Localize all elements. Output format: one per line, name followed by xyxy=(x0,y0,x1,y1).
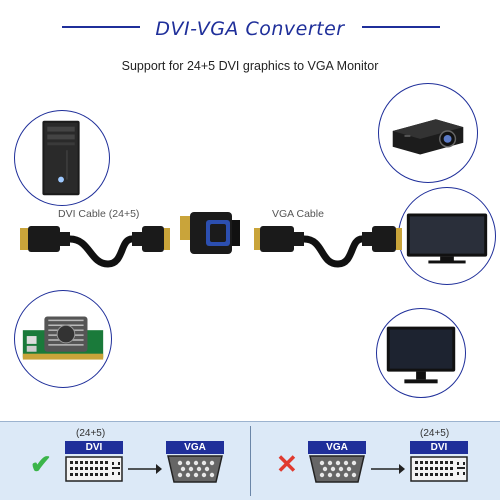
tv-circle xyxy=(398,187,496,285)
vga-cable-label: VGA Cable xyxy=(272,208,324,220)
projector-icon xyxy=(392,119,464,155)
dvi-cable xyxy=(20,226,170,268)
graphics-card-circle xyxy=(14,290,112,388)
monitor-circle xyxy=(376,308,466,398)
graphics-card-icon xyxy=(22,316,104,360)
dvi-vga-adapter xyxy=(180,212,240,254)
unsupported-target-tag: DVI xyxy=(410,441,468,454)
panel-divider xyxy=(250,426,251,496)
dvi-port-icon xyxy=(65,456,123,482)
unsupported-source-tag: VGA xyxy=(308,441,366,454)
page-title: DVI-VGA Converter xyxy=(155,18,345,40)
projector-circle xyxy=(378,83,478,183)
arrow-right-icon xyxy=(371,464,405,474)
monitor-icon xyxy=(386,326,456,384)
dvi-port-icon xyxy=(410,456,468,482)
unsupported-target-sub: (24+5) xyxy=(420,428,450,439)
vga-port-icon xyxy=(308,454,366,484)
check-icon: ✔ xyxy=(30,449,52,479)
arrow-right-icon xyxy=(128,464,162,474)
cross-icon: ✕ xyxy=(276,449,298,479)
supported-source-tag: DVI xyxy=(65,441,123,454)
dvi-cable-label: DVI Cable (24+5) xyxy=(58,208,140,220)
vga-port-icon xyxy=(166,454,224,484)
title-rule-left xyxy=(62,26,140,28)
supported-target-tag: VGA xyxy=(166,441,224,454)
computer-tower-circle xyxy=(14,110,110,206)
title-rule-right xyxy=(362,26,440,28)
computer-tower-icon xyxy=(42,120,80,196)
supported-source-sub: (24+5) xyxy=(76,428,106,439)
vga-cable xyxy=(254,226,402,268)
page-subtitle: Support for 24+5 DVI graphics to VGA Mon… xyxy=(121,59,379,73)
tv-icon xyxy=(406,213,488,264)
